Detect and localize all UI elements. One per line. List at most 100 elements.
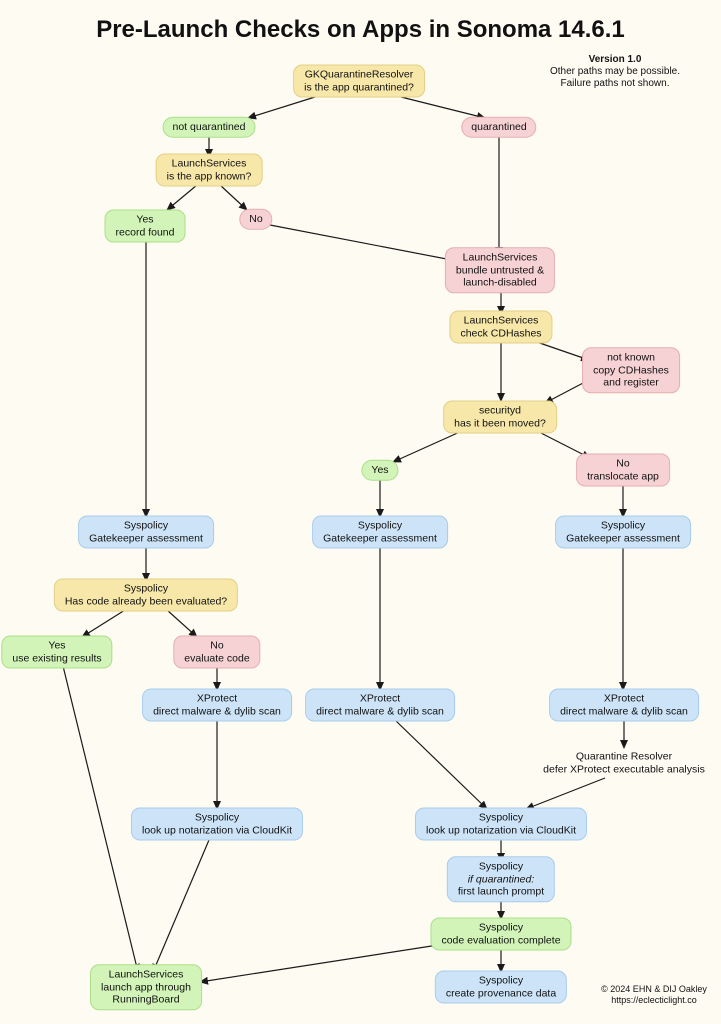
connector-arrow [394,719,488,810]
node-text-line: is the app known? [166,170,252,182]
copyright-line: © 2024 EHN & DIJ Oakley [601,984,707,994]
node-text-line: defer XProtect executable analysis [543,763,705,775]
node-text-line: Yes [136,213,154,226]
node-text-line: copy CDHashes [593,363,669,376]
node-text-line: Syspolicy [478,974,524,987]
connector-arrow [525,777,606,810]
copyright-note: © 2024 EHN & DIJ Oakley https://eclectic… [594,984,714,1006]
node-text-line: record found [115,226,175,238]
node-text-line: LaunchServices [463,314,539,327]
node-text-line: not known [607,351,655,364]
connector-arrow [166,184,198,211]
node-text-line: No [616,457,630,470]
node-text-line: and register [603,376,659,389]
version-heading: Version 1.0 [588,54,642,65]
node-text-line: Syspolicy [357,519,403,532]
diagram-title: Pre-Launch Checks on Apps in Sonoma 14.6… [96,16,625,43]
connector-arrow [219,184,248,211]
connector-arrow [152,839,210,973]
node-text-line: RunningBoard [112,993,180,1006]
node-text-line: Gatekeeper assessment [323,532,437,544]
node-text-line: has it been moved? [454,417,546,429]
node-text-line: is the app quarantined? [304,81,414,93]
node-text-line: XProtect [603,692,645,705]
node-text-line: first launch prompt [457,885,545,898]
node-text-line: use existing results [12,652,102,664]
node-text-line: No [249,212,263,225]
node-text-line: Gatekeeper assessment [89,532,203,544]
node-text-line: direct malware & dylib scan [560,705,688,717]
node-text-line: bundle untrusted & [455,263,545,276]
node-text-line: XProtect [196,692,238,705]
node-text-line: not quarantined [172,120,246,133]
node-text-line: look up notarization via CloudKit [425,824,577,836]
quarantined-node: quarantined [461,116,537,138]
node-text-line: Syspolicy [123,519,169,532]
node-text-line: Syspolicy [478,811,524,824]
node-text-line: No [210,639,224,652]
node-text-line: direct malware & dylib scan [153,705,281,717]
node-text-line: Syspolicy [478,860,524,873]
connector-arrow [392,430,463,463]
no-app-unknown-node: No [239,208,273,230]
version-note: Version 1.0 Other paths may be possible.… [520,54,710,90]
version-note-line-2: Failure paths not shown. [560,78,670,89]
node-text-line: XProtect [359,692,401,705]
node-text-line: if quarantined: [467,872,535,885]
node-text-line: GKQuarantineResolver [304,68,414,81]
node-text-line: Has code already been evaluated? [64,595,228,607]
node-text-line: Syspolicy [123,582,169,595]
connector-arrow [400,96,486,120]
connector-arrow [247,96,316,120]
node-text-line: LaunchServices [171,157,247,170]
node-text-line: check CDHashes [460,327,542,339]
node-text-line: Syspolicy [600,519,646,532]
node-text-line: Syspolicy [478,921,524,934]
connector-arrow [62,665,140,973]
node-text-line: look up notarization via CloudKit [141,824,293,836]
node-text-line: translocate app [587,470,659,482]
node-text-line: securityd [478,404,521,417]
node-text-line: Yes [48,639,66,652]
connector-arrow [166,609,198,638]
version-note-line-1: Other paths may be possible. [549,66,681,77]
node-text-line: Gatekeeper assessment [566,532,680,544]
node-text-line: quarantined [471,120,527,133]
node-text-line: launch-disabled [463,276,537,289]
node-text-line: Quarantine Resolver [575,750,673,763]
node-text-line: evaluate code [184,652,250,664]
node-text-line: LaunchServices [108,968,184,981]
website-line: https://eclecticlight.co [611,995,697,1005]
yes-moved-node: Yes [361,459,399,481]
connector-arrow [269,224,458,264]
node-text-line: Syspolicy [194,811,240,824]
connector-arrow [81,609,126,638]
connector-arrow [544,381,586,404]
not-quarantined-node: not quarantined [162,116,256,138]
node-text-line: launch app through [101,980,191,993]
